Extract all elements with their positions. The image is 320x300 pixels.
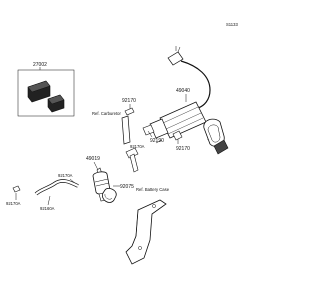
part-label-27002: 27002 bbox=[33, 62, 47, 68]
part-label-49040: 49040 bbox=[176, 88, 190, 94]
filter-bands bbox=[94, 178, 110, 187]
relay-assembly-group: 27002 bbox=[17, 62, 75, 117]
bracket-group: Ref. Battery Case bbox=[125, 187, 170, 265]
hose-clamp bbox=[125, 147, 139, 159]
diagram-code: S1133 bbox=[226, 22, 238, 27]
bracket-fold bbox=[131, 209, 139, 247]
part-label-92170a-mid: 92170A bbox=[130, 144, 145, 149]
filter-clip bbox=[102, 188, 117, 203]
pump-end-cap bbox=[149, 118, 169, 139]
connector-pin bbox=[177, 46, 181, 53]
leader-line bbox=[155, 139, 163, 144]
pump-wire bbox=[180, 60, 211, 109]
relay-top-face bbox=[27, 80, 51, 93]
part-label-49019: 49019 bbox=[86, 156, 100, 162]
part-label-92170a-bottom: 92170A bbox=[6, 201, 21, 206]
filter-clip-inner bbox=[104, 193, 113, 200]
ref-carburetor: Ref. Carburetor bbox=[92, 111, 121, 116]
leader-line bbox=[93, 161, 99, 171]
part-label-92075: 92075 bbox=[120, 184, 134, 190]
part-label-92170-top: 92170 bbox=[122, 98, 136, 104]
wire-connector bbox=[167, 51, 184, 66]
pump-ribs bbox=[162, 106, 204, 135]
leader-line bbox=[147, 130, 153, 138]
part-label-92190: 92190 bbox=[150, 138, 164, 144]
bracket-hole bbox=[152, 204, 156, 208]
hose-clamp bbox=[12, 185, 21, 193]
relay-top-face bbox=[47, 94, 65, 105]
hose-clamp bbox=[124, 107, 135, 116]
ref-battery-case: Ref. Battery Case bbox=[136, 187, 170, 192]
fuel-hose-upper bbox=[121, 115, 131, 145]
pump-outlet bbox=[142, 124, 155, 136]
hose-clamp bbox=[172, 130, 183, 141]
bracket-hole bbox=[138, 246, 142, 250]
group-box bbox=[17, 69, 75, 117]
part-label-92160a: 92160A bbox=[40, 206, 55, 211]
pump-holder-group: 13091 bbox=[203, 118, 229, 155]
fuel-pump-parts-diagram: S1133 27002 49040 92170 Ref. Carburetor … bbox=[6, 22, 238, 265]
fuel-hose-short bbox=[129, 153, 139, 173]
fuel-pump-group: 49040 bbox=[142, 46, 211, 139]
leader-line bbox=[47, 195, 51, 206]
part-label-92170-right: 92170 bbox=[176, 146, 190, 152]
fuel-hose-lower bbox=[35, 179, 79, 195]
mounting-bracket bbox=[125, 199, 167, 265]
part-label-92170a-left: 92170A bbox=[58, 173, 73, 178]
pump-holder-rubber bbox=[213, 139, 229, 155]
pump-holder-inner bbox=[207, 124, 221, 143]
